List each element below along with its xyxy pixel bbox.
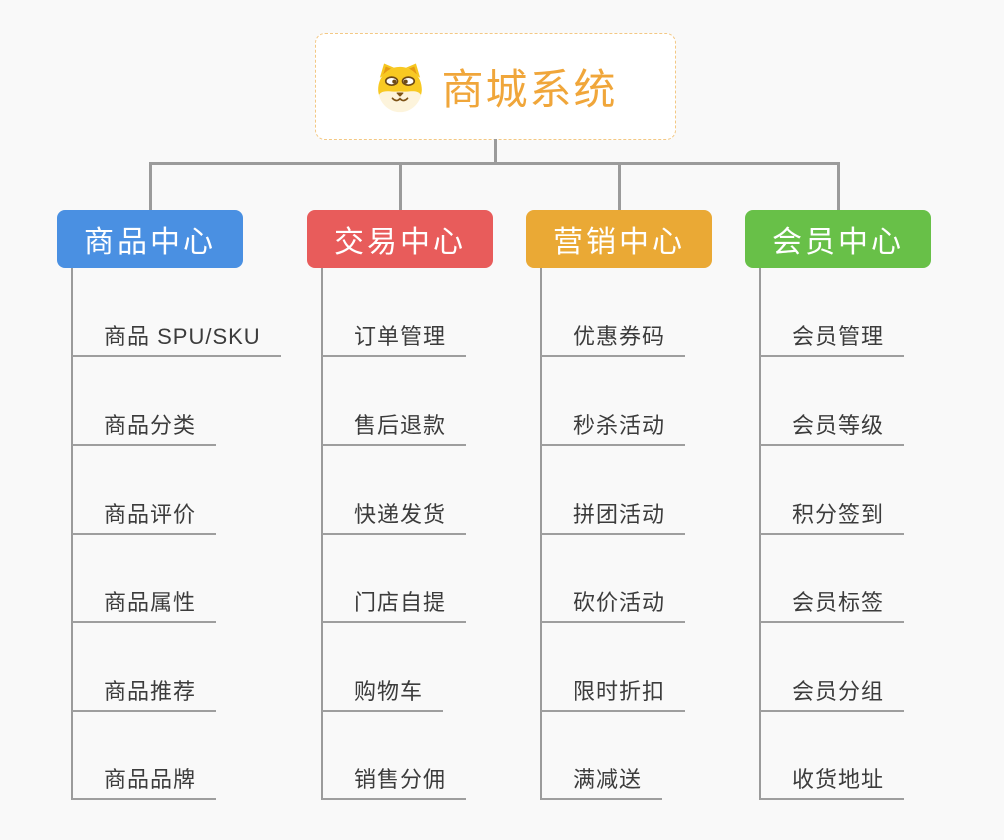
leaf-node[interactable]: 销售分佣 xyxy=(322,764,467,800)
dog-face-icon xyxy=(378,63,423,112)
branch-node-product-center[interactable]: 商品中心 xyxy=(57,210,243,268)
leaf-node[interactable]: 拼团活动 xyxy=(541,499,686,535)
item-label: 收货地址 xyxy=(792,766,885,792)
item-label: 商品品牌 xyxy=(104,766,197,792)
item-label: 商品分类 xyxy=(104,412,197,438)
item-label: 会员等级 xyxy=(792,412,885,438)
item-label: 销售分佣 xyxy=(354,766,447,792)
leaf-node[interactable]: 会员分组 xyxy=(760,676,905,712)
branch-stub-line xyxy=(399,162,402,211)
leaf-node[interactable]: 门店自提 xyxy=(322,587,467,623)
item-label: 会员管理 xyxy=(792,323,885,349)
item-label: 订单管理 xyxy=(354,323,447,349)
leaf-node[interactable]: 砍价活动 xyxy=(541,587,686,623)
item-label: 商品评价 xyxy=(104,501,197,527)
branch-label: 营销中心 xyxy=(553,226,685,259)
item-label: 购物车 xyxy=(354,678,424,704)
branch-label: 商品中心 xyxy=(84,226,216,259)
item-label: 门店自提 xyxy=(354,589,447,615)
branch-stub-line xyxy=(149,162,152,211)
item-label: 砍价活动 xyxy=(573,589,666,615)
root-node[interactable]: 商城系统 xyxy=(315,33,676,140)
item-label: 拼团活动 xyxy=(573,501,666,527)
branch-stub-line xyxy=(618,162,621,211)
leaf-node[interactable]: 售后退款 xyxy=(322,410,467,446)
item-label: 会员分组 xyxy=(792,678,885,704)
item-label: 售后退款 xyxy=(354,412,447,438)
root-title: 商城系统 xyxy=(441,66,618,113)
item-label: 商品属性 xyxy=(104,589,197,615)
leaf-node[interactable]: 购物车 xyxy=(322,676,444,712)
item-label: 秒杀活动 xyxy=(573,412,666,438)
item-label: 积分签到 xyxy=(792,501,885,527)
leaf-node[interactable]: 会员管理 xyxy=(760,321,905,357)
root-stem-line xyxy=(494,139,497,165)
branch-bus-line xyxy=(149,162,840,165)
item-label: 会员标签 xyxy=(792,589,885,615)
leaf-node[interactable]: 商品推荐 xyxy=(72,676,217,712)
branch-stub-line xyxy=(837,162,840,211)
branch-node-trade-center[interactable]: 交易中心 xyxy=(307,210,493,268)
leaf-node[interactable]: 满减送 xyxy=(541,764,663,800)
leaf-node[interactable]: 商品 SPU/SKU xyxy=(72,321,281,357)
leaf-node[interactable]: 积分签到 xyxy=(760,499,905,535)
leaf-node[interactable]: 优惠券码 xyxy=(541,321,686,357)
branch-label: 会员中心 xyxy=(772,226,904,259)
leaf-node[interactable]: 商品评价 xyxy=(72,499,217,535)
leaf-node[interactable]: 会员等级 xyxy=(760,410,905,446)
branch-node-marketing-center[interactable]: 营销中心 xyxy=(526,210,712,268)
item-label: 快递发货 xyxy=(354,501,447,527)
item-label: 限时折扣 xyxy=(573,678,666,704)
leaf-node[interactable]: 收货地址 xyxy=(760,764,905,800)
leaf-node[interactable]: 订单管理 xyxy=(322,321,467,357)
leaf-node[interactable]: 快递发货 xyxy=(322,499,467,535)
branch-label: 交易中心 xyxy=(334,226,466,259)
item-label: 满减送 xyxy=(573,766,643,792)
leaf-node[interactable]: 商品属性 xyxy=(72,587,217,623)
leaf-node[interactable]: 会员标签 xyxy=(760,587,905,623)
item-label: 优惠券码 xyxy=(573,323,666,349)
branch-node-member-center[interactable]: 会员中心 xyxy=(745,210,931,268)
leaf-node[interactable]: 商品品牌 xyxy=(72,764,217,800)
leaf-node[interactable]: 商品分类 xyxy=(72,410,217,446)
leaf-node[interactable]: 限时折扣 xyxy=(541,676,686,712)
item-label: 商品 SPU/SKU xyxy=(104,323,261,349)
leaf-node[interactable]: 秒杀活动 xyxy=(541,410,686,446)
item-label: 商品推荐 xyxy=(104,678,197,704)
